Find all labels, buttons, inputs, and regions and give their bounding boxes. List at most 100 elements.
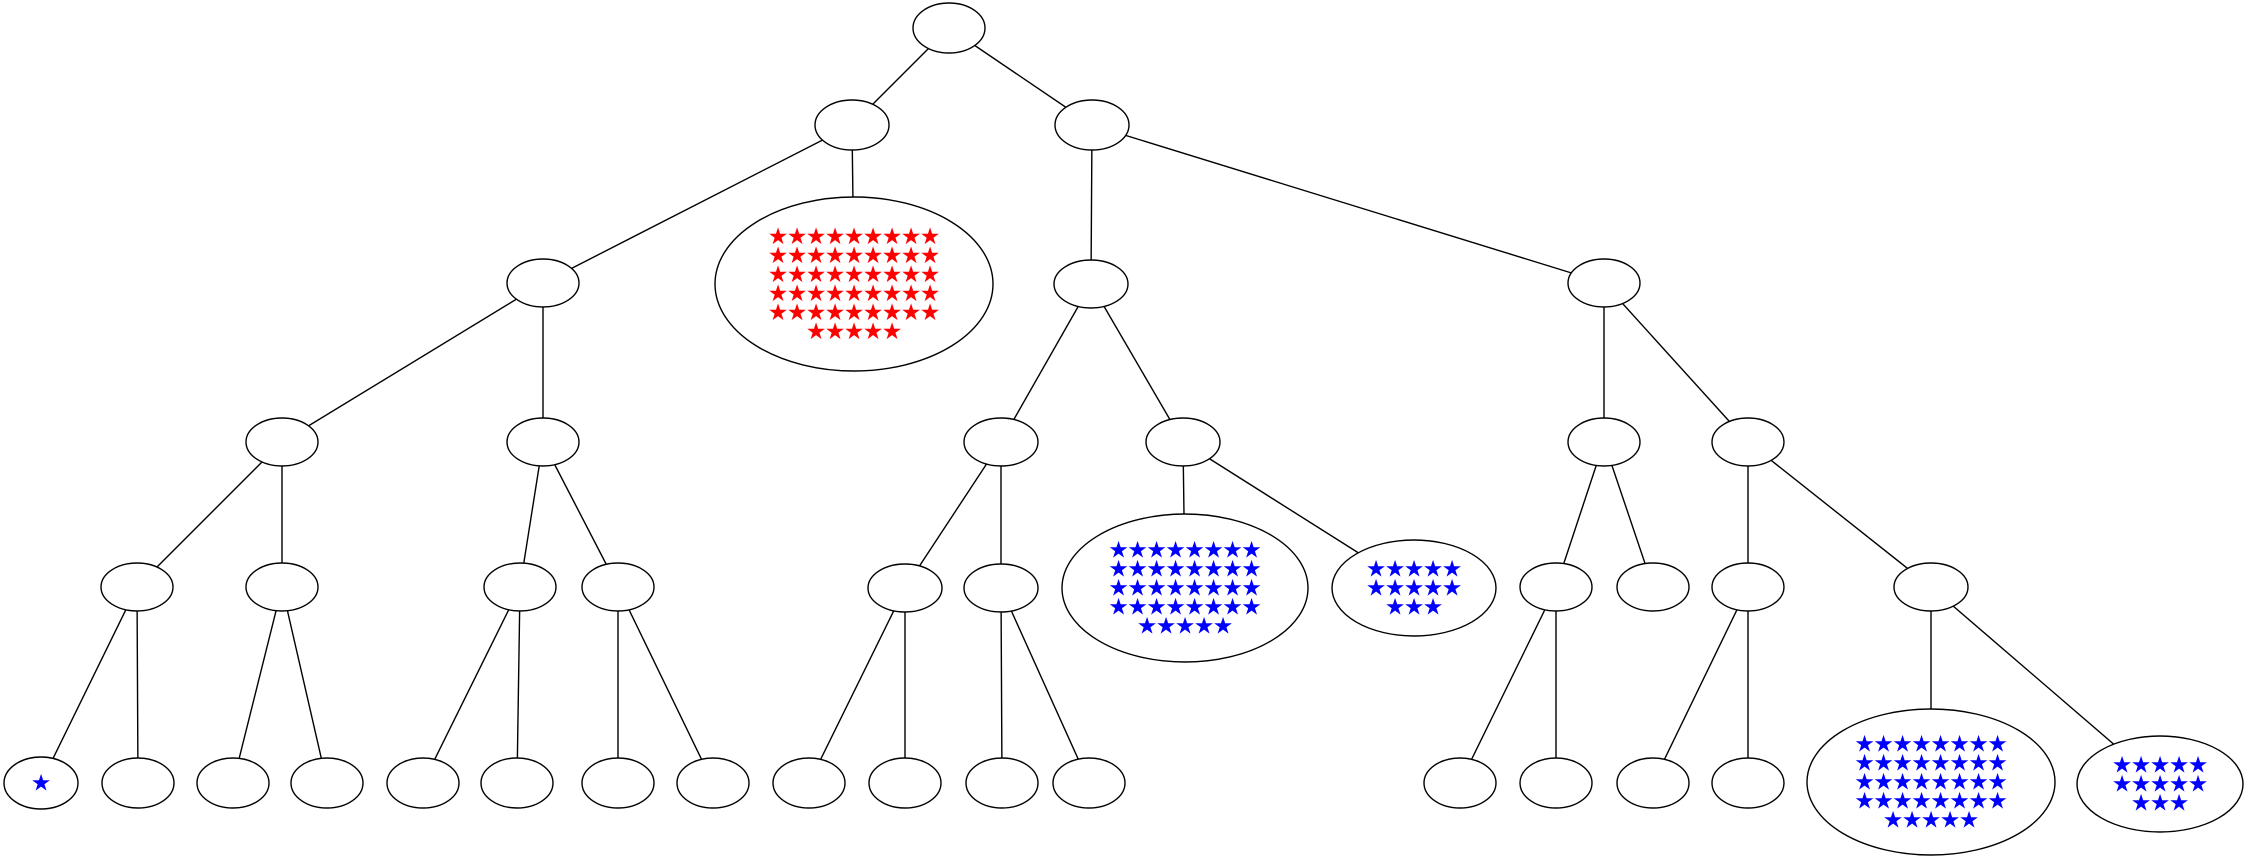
tree-edge-l2-c-l3-f bbox=[1603, 282, 1749, 443]
star-icon: ★ bbox=[787, 262, 808, 288]
star-icon: ★ bbox=[1165, 576, 1186, 602]
star-icon: ★ bbox=[1127, 557, 1148, 583]
star-icon: ★ bbox=[2169, 772, 2190, 798]
tree-edge-l4-a-l5-a bbox=[136, 586, 139, 784]
star-icon: ★ bbox=[787, 281, 808, 307]
tree-node-l3-d bbox=[1145, 417, 1221, 467]
star-icon: ★ bbox=[1404, 557, 1425, 583]
star-icon: ★ bbox=[1184, 557, 1205, 583]
tree-node-l5-f bbox=[581, 757, 655, 809]
tree-edge-l3-b-l4-d bbox=[542, 441, 619, 588]
star-icon: ★ bbox=[1156, 614, 1177, 640]
tree-edge-l1-right-l2-c bbox=[1091, 124, 1605, 284]
star-icon: ★ bbox=[1911, 751, 1932, 777]
star-icon: ★ bbox=[825, 300, 846, 326]
star-icon: ★ bbox=[1911, 789, 1932, 815]
tree-node-l5-g bbox=[676, 757, 750, 809]
star-icon: ★ bbox=[882, 300, 903, 326]
star-icon: ★ bbox=[1241, 538, 1262, 564]
star-icon: ★ bbox=[1442, 557, 1463, 583]
star-icon: ★ bbox=[863, 262, 884, 288]
tree-node-l5-l bbox=[1423, 757, 1497, 809]
star-icon: ★ bbox=[2131, 772, 2152, 798]
star-cluster-red-50: ★★★★★★★★★★★★★★★★★★★★★★★★★★★★★★★★★★★★★★★★… bbox=[768, 224, 941, 345]
star-icon: ★ bbox=[1940, 808, 1961, 834]
star-icon: ★ bbox=[2150, 772, 2171, 798]
star-icon: ★ bbox=[1911, 732, 1932, 758]
tree-node-l4-d bbox=[581, 562, 655, 612]
star-icon: ★ bbox=[844, 319, 865, 345]
tree-node-l5-m bbox=[1519, 757, 1593, 809]
star-icon: ★ bbox=[1222, 595, 1243, 621]
tree-edge-l1-left-l2-a bbox=[542, 124, 853, 284]
star-icon: ★ bbox=[2112, 772, 2133, 798]
tree-edge-l4-b-l5-b bbox=[232, 586, 283, 784]
tree-node-l1-left bbox=[814, 99, 890, 151]
tree-node-l5-e bbox=[480, 757, 554, 809]
star-icon: ★ bbox=[1165, 595, 1186, 621]
tree-node-l2-a bbox=[506, 258, 580, 308]
tree-edge-l2-b-l3-c bbox=[1000, 283, 1092, 443]
tree-node-l1-right bbox=[1054, 99, 1130, 151]
star-icon: ★ bbox=[806, 319, 827, 345]
star-cluster-blue-37: ★★★★★★★★★★★★★★★★★★★★★★★★★★★★★★★★★★★★★ bbox=[1854, 732, 2008, 834]
star-icon: ★ bbox=[1959, 808, 1980, 834]
star-icon: ★ bbox=[1241, 557, 1262, 583]
tree-node-l5-j bbox=[965, 757, 1039, 809]
tree-node-l5-k bbox=[1052, 757, 1126, 809]
tree-node-l5-a bbox=[101, 757, 175, 809]
star-icon: ★ bbox=[1184, 595, 1205, 621]
star-icon: ★ bbox=[2131, 753, 2152, 779]
star-cluster-blue-1: ★ bbox=[31, 771, 52, 797]
star-icon: ★ bbox=[1165, 538, 1186, 564]
tree-edge-l3-a-l4-a bbox=[136, 441, 283, 588]
star-icon: ★ bbox=[1222, 538, 1243, 564]
tree-edge-l4-b-l5-c bbox=[281, 586, 328, 784]
star-icon: ★ bbox=[825, 319, 846, 345]
star-icon: ★ bbox=[1385, 576, 1406, 602]
star-icon: ★ bbox=[1987, 751, 2008, 777]
tree-edge-l1-right-l2-b bbox=[1090, 124, 1093, 285]
tree-edge-l4-e-l5-h bbox=[808, 587, 906, 784]
star-cluster-blue-13: ★★★★★★★★★★★★★ bbox=[1366, 557, 1463, 621]
star-icon: ★ bbox=[1949, 789, 1970, 815]
star-icon: ★ bbox=[2112, 753, 2133, 779]
star-icon: ★ bbox=[806, 224, 827, 250]
tree-node-root bbox=[912, 2, 986, 54]
star-icon: ★ bbox=[1404, 576, 1425, 602]
star-icon: ★ bbox=[1203, 557, 1224, 583]
star-icon: ★ bbox=[1423, 595, 1444, 621]
star-icon: ★ bbox=[1873, 770, 1894, 796]
star-icon: ★ bbox=[1146, 595, 1167, 621]
star-icon: ★ bbox=[844, 243, 865, 269]
star-icon: ★ bbox=[768, 281, 789, 307]
star-icon: ★ bbox=[806, 300, 827, 326]
tree-node-l3-a bbox=[245, 417, 319, 467]
tree-node-l4-blue13a-blue-13-stars bbox=[1331, 539, 1497, 637]
tree-edge-l4-g-l5-l bbox=[1459, 586, 1557, 784]
star-icon: ★ bbox=[1949, 732, 1970, 758]
star-icon: ★ bbox=[2131, 791, 2152, 817]
tree-node-l2-b bbox=[1053, 259, 1129, 309]
star-icon: ★ bbox=[1423, 576, 1444, 602]
tree-node-l5-star1-blue-1-stars bbox=[3, 756, 79, 810]
star-icon: ★ bbox=[844, 281, 865, 307]
tree-node-l5-h bbox=[772, 757, 846, 809]
star-icon: ★ bbox=[920, 243, 941, 269]
tree-edge-l4-i-l5-n bbox=[1652, 586, 1749, 784]
star-icon: ★ bbox=[1949, 751, 1970, 777]
star-icon: ★ bbox=[787, 300, 808, 326]
star-icon: ★ bbox=[1873, 789, 1894, 815]
star-icon: ★ bbox=[806, 243, 827, 269]
star-icon: ★ bbox=[1127, 538, 1148, 564]
star-icon: ★ bbox=[1921, 808, 1942, 834]
tree-node-l5-b bbox=[196, 757, 270, 809]
star-icon: ★ bbox=[1930, 732, 1951, 758]
star-icon: ★ bbox=[825, 281, 846, 307]
star-icon: ★ bbox=[1968, 770, 1989, 796]
tree-edge-l2-b-l3-d bbox=[1090, 283, 1184, 443]
star-icon: ★ bbox=[882, 262, 903, 288]
star-icon: ★ bbox=[2169, 791, 2190, 817]
star-icon: ★ bbox=[901, 243, 922, 269]
